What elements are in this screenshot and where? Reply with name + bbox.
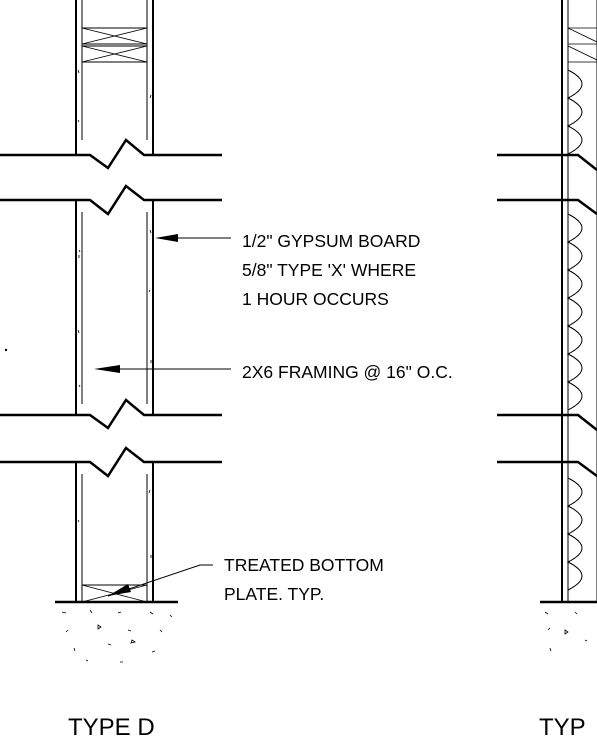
concrete-hatch: [61, 609, 173, 663]
leader-lines: [107, 237, 231, 597]
gypsum-callout: 1/2" GYPSUM BOARD 5/8" TYPE 'X' WHERE 1 …: [242, 231, 425, 309]
wall-segment-top: [75, 0, 154, 155]
wall-segment-bottom: [75, 462, 154, 603]
wall-segment-middle: [75, 200, 154, 415]
leader-arrowheads: [94, 234, 178, 596]
break-line-2: [0, 398, 222, 478]
framing-callout: 2X6 FRAMING @ 16" O.C.: [242, 362, 453, 382]
edge-dot: [4, 348, 8, 352]
bottom-plate-callout: TREATED BOTTOM PLATE. TYP.: [224, 555, 389, 604]
type-right-wall: [497, 0, 597, 652]
break-line-1: [0, 138, 222, 216]
type-right-title: TYP: [539, 714, 586, 738]
gypsum-stipple: [77, 69, 152, 558]
batt-insulation: [566, 69, 583, 591]
type-d-title: TYPE D: [68, 714, 155, 738]
type-d-wall: [0, 0, 222, 663]
